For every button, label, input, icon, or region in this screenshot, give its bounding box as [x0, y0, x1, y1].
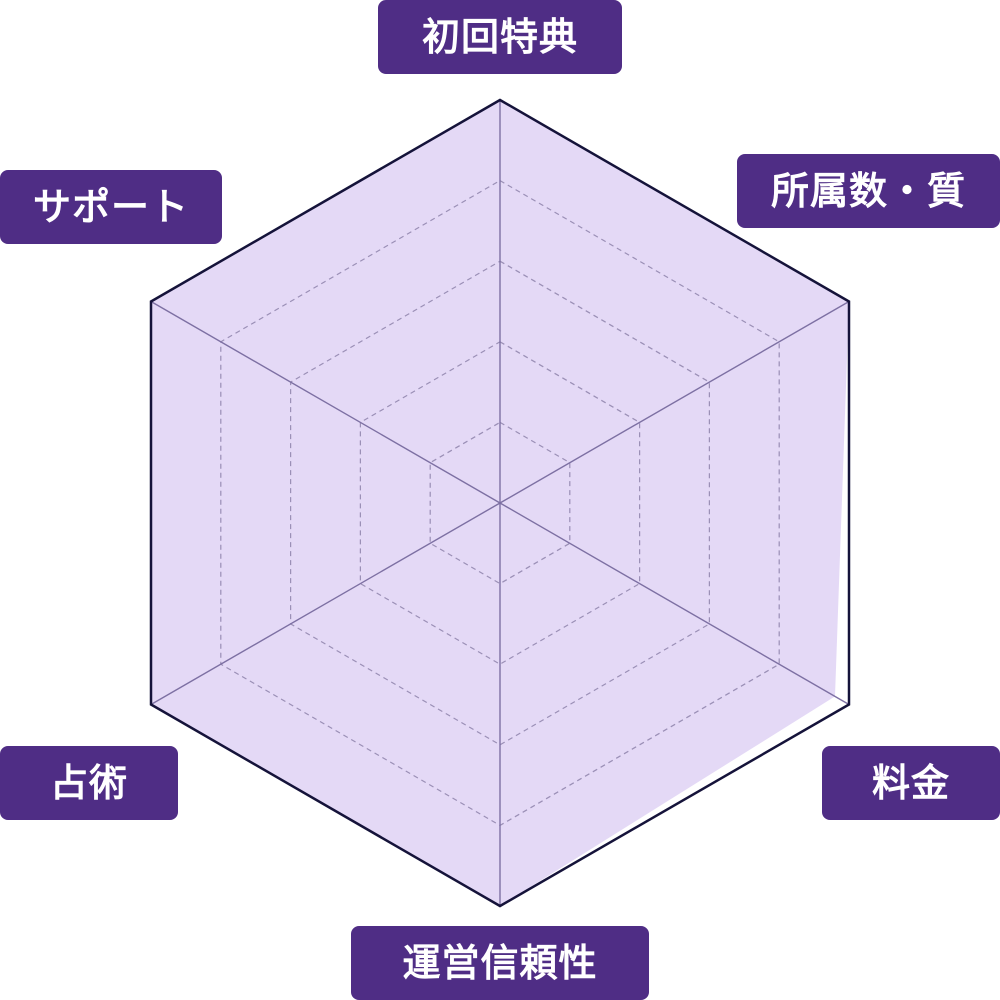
axis-label-staff-quality: 所属数・質: [737, 154, 1000, 228]
axis-spoke-1: [499, 300, 850, 504]
axis-spoke-2: [499, 502, 850, 706]
axis-spokes: [150, 100, 850, 906]
axis-spoke-4: [150, 502, 501, 706]
axis-label-divination: 占術: [0, 746, 178, 820]
axis-label-price: 料金: [822, 746, 1000, 820]
axis-label-initial-bonus: 初回特典: [378, 0, 622, 74]
axis-spoke-5: [150, 300, 501, 504]
axis-label-reliability: 運営信頼性: [351, 926, 649, 1000]
outer-hexagon: [149, 98, 851, 908]
outer-frame: [149, 98, 851, 908]
axis-label-support: サポート: [0, 170, 222, 244]
